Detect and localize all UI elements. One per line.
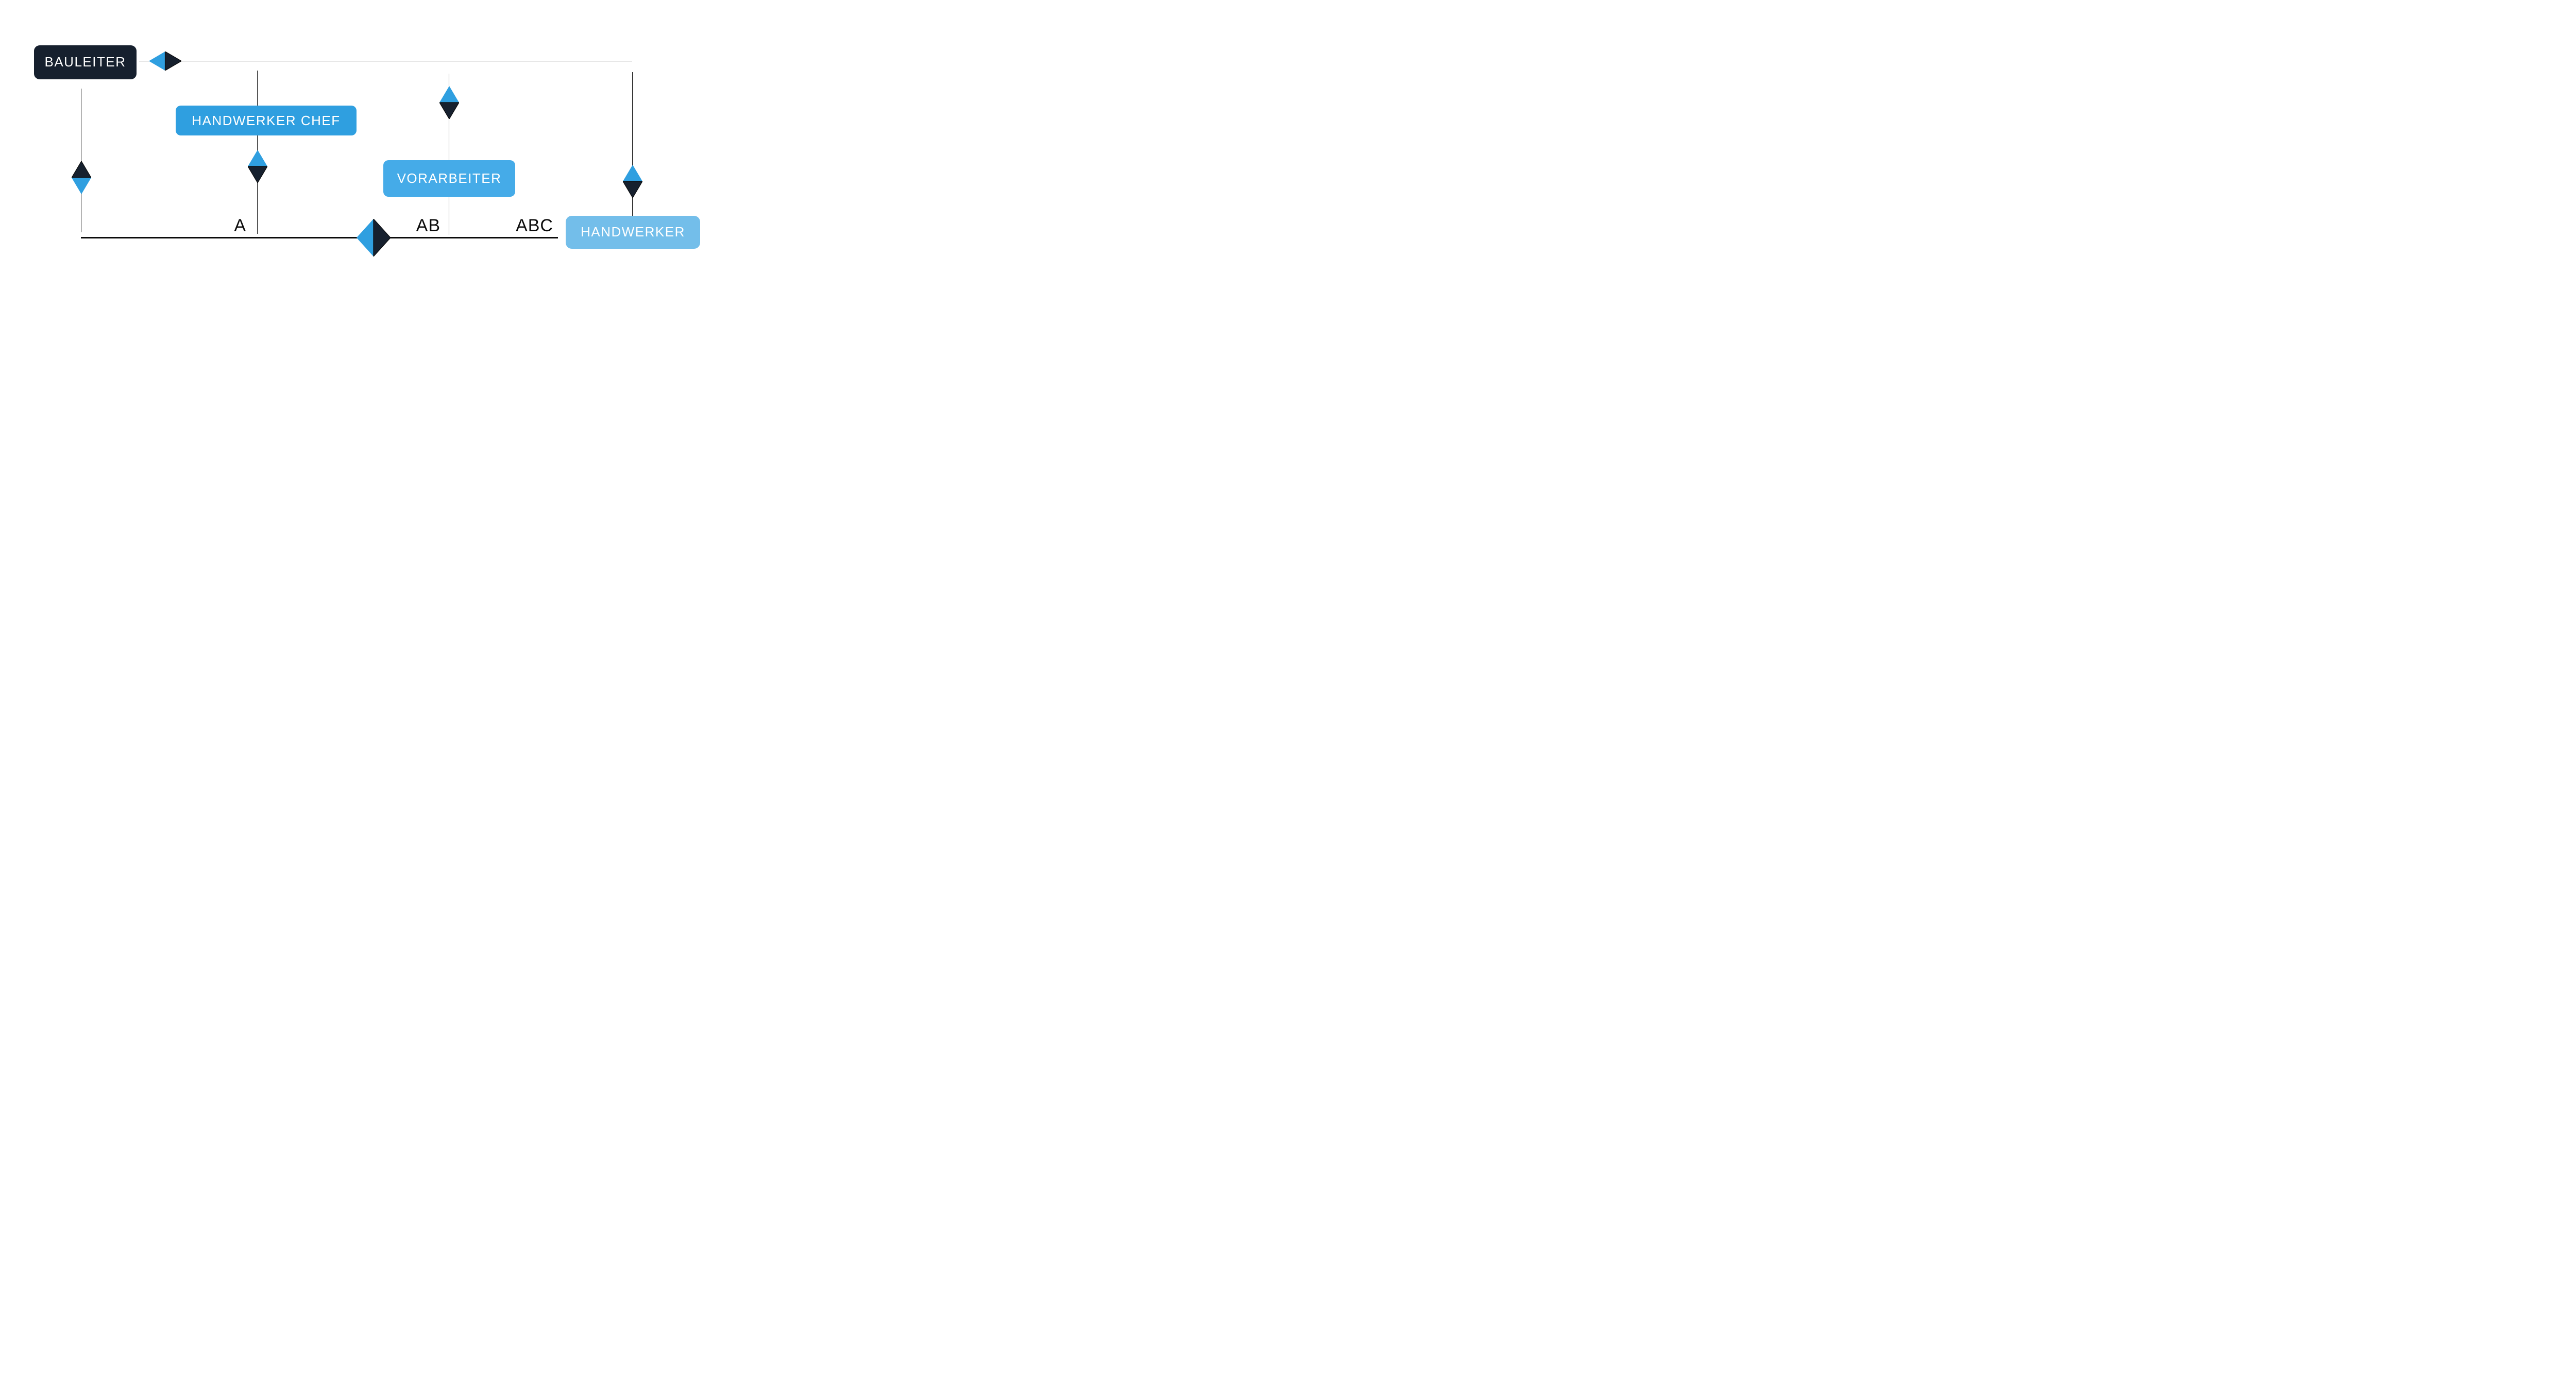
node-handwerker-label: HANDWERKER: [581, 224, 685, 240]
node-bauleiter-label: BAULEITER: [44, 54, 126, 70]
node-handwerker: HANDWERKER: [566, 216, 700, 249]
diamond-vorarbeiter-line-icon: [439, 86, 459, 119]
level-label-abc: ABC: [516, 216, 553, 235]
level-label-a: A: [234, 216, 246, 235]
node-vorarbeiter-label: VORARBEITER: [397, 170, 502, 186]
node-handwerker-chef-label: HANDWERKER CHEF: [192, 112, 341, 128]
diamond-handwerker-line-icon: [622, 165, 642, 198]
diamond-handwerker-chef-line-icon: [247, 149, 267, 183]
connector-bottom-horizontal: [80, 237, 558, 238]
connector-vertical-handwerker: [632, 72, 633, 216]
diamond-top-line-icon: [149, 52, 181, 71]
diamond-bauleiter-line-icon: [71, 161, 91, 194]
node-vorarbeiter: VORARBEITER: [383, 160, 515, 197]
node-bauleiter: BAULEITER: [34, 45, 137, 79]
diamond-bottom-line-icon: [357, 219, 391, 257]
org-diagram: BAULEITER HANDWERKER CHEF VORARBEITER HA…: [0, 0, 732, 277]
level-label-ab: AB: [416, 216, 440, 235]
node-handwerker-chef: HANDWERKER CHEF: [176, 106, 357, 135]
